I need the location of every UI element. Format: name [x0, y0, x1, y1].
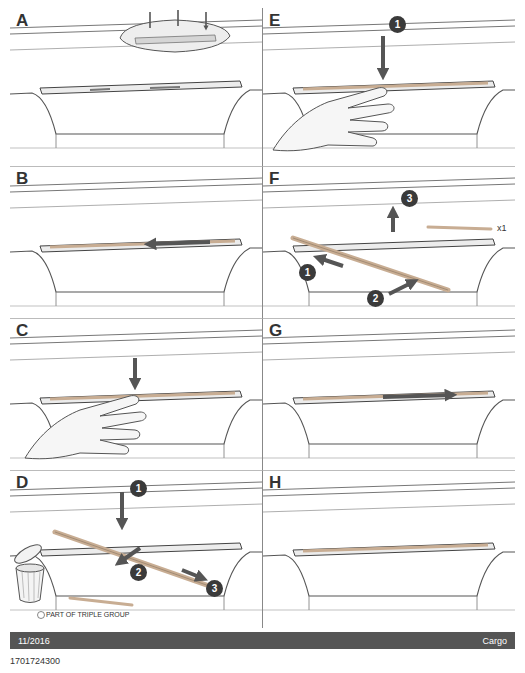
step-panel: A	[10, 8, 262, 166]
footer-band: 11/2016 Cargo	[10, 632, 515, 649]
step-letter: D	[16, 473, 28, 493]
callout-number: 1	[130, 480, 147, 497]
step-letter: C	[16, 321, 28, 341]
callout-text: 3	[212, 583, 218, 594]
step-letter: B	[16, 169, 28, 189]
document-number: 1701724300	[10, 656, 60, 666]
step-panel: D 1 2 3	[10, 470, 262, 628]
step-panel: G	[263, 318, 515, 470]
step-letter: F	[269, 169, 279, 189]
step-letter: E	[269, 11, 280, 31]
callout-text: 1	[395, 19, 401, 30]
brand-text: Cargo	[482, 636, 507, 646]
callout-text: 1	[136, 483, 142, 494]
step-letter: G	[269, 321, 282, 341]
step-panel: E1	[263, 8, 515, 166]
step-letter: A	[16, 11, 28, 31]
callout-number: 1	[299, 264, 316, 281]
quantity-label: x1	[497, 223, 507, 233]
callout-number: 2	[130, 564, 147, 581]
callout-text: 1	[305, 267, 311, 278]
step-panel: C	[10, 318, 262, 470]
callout-text: 3	[407, 193, 413, 204]
step-letter: H	[269, 473, 281, 493]
callout-number: 3	[206, 580, 223, 597]
callout-text: 2	[373, 293, 379, 304]
part-note: PART OF TRIPLE GROUP	[46, 611, 130, 618]
callout-text: 2	[136, 567, 142, 578]
callout-number: 2	[367, 290, 384, 307]
step-panel: H	[263, 470, 515, 628]
callout-number: 1	[389, 16, 406, 33]
date-text: 11/2016	[18, 636, 50, 646]
step-panel: F 1 2 3	[263, 166, 515, 318]
step-panel: B	[10, 166, 262, 318]
callout-number: 3	[401, 190, 418, 207]
